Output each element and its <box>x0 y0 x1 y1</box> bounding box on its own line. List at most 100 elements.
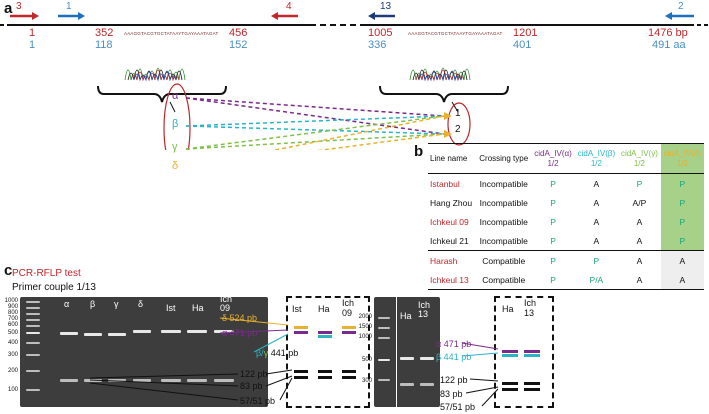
scheme-band <box>524 354 540 357</box>
gel-band <box>161 330 181 333</box>
gel-band <box>400 383 414 386</box>
sequence-right: AAAGGTACGTGCTATAAYTGAYAAATAGAT <box>408 31 503 36</box>
lane-label: Ist <box>166 303 176 313</box>
nt-456: 456 <box>229 27 248 39</box>
ladder-tick: 600 <box>7 322 18 328</box>
scheme-band <box>294 376 308 379</box>
primer-label-2: 2 <box>678 1 684 12</box>
gel-band <box>187 330 207 333</box>
primer-arrow-4 <box>271 12 298 20</box>
sequence-left: AAAGGTACGTGCTATAAYTGAYAAATAGAT <box>124 31 219 36</box>
variant-delta: δ <box>172 160 179 172</box>
ladder-band <box>378 359 390 361</box>
lane-label: Ha <box>192 303 204 313</box>
aa-118: 118 <box>95 39 113 51</box>
scheme-band <box>342 370 356 373</box>
primer-couple: Primer couple 1/13 <box>12 282 96 293</box>
gel-band <box>420 357 434 360</box>
gel-band <box>60 332 78 335</box>
ladder-band <box>26 354 40 356</box>
ladder-tick: 1000 <box>4 298 18 304</box>
ladder-tick: 700 <box>7 316 18 322</box>
panel-c-letter: c <box>4 262 13 279</box>
scheme-band <box>294 326 308 329</box>
variant-ellipse <box>163 83 191 150</box>
gel-band <box>187 379 207 382</box>
band-label-beta-gamma: β/γ β/γ 441 pb441 pb <box>256 348 299 358</box>
scheme-band <box>524 350 540 353</box>
ladder-band <box>378 327 390 329</box>
brace-right <box>379 85 509 103</box>
ladder-tick: 500 <box>7 330 18 336</box>
nt-1005: 1005 <box>368 27 393 39</box>
pcr-title: PCR-RFLP test <box>12 268 81 279</box>
band-label-83: 83 pb <box>240 381 263 391</box>
gel-band <box>84 379 102 382</box>
band-label-57-2: 57/51 pb <box>440 402 476 412</box>
band-label-57: 57/51 pb <box>240 396 276 406</box>
ladder-tick: 500 <box>361 357 372 363</box>
scheme-band <box>502 382 518 385</box>
ladder-band <box>26 325 40 327</box>
target-1: 1 <box>455 108 461 119</box>
header-alpha: cidA_IV(α)1/2 <box>531 143 575 174</box>
gel-band <box>84 333 102 336</box>
band-label-122-2: 122 pb <box>440 375 468 385</box>
variant-gamma: γ <box>172 141 178 153</box>
ladder-tick: 1000 <box>358 334 372 340</box>
scheme-band <box>342 331 356 334</box>
scheme-lane-label: Ich 09 <box>342 298 355 318</box>
target-2: 2 <box>455 124 461 135</box>
header-crossing-type: Crossing type <box>476 143 532 174</box>
variant-connections <box>185 97 445 150</box>
lane-label: β <box>90 299 96 309</box>
scheme-band <box>318 331 332 334</box>
aa-336: 336 <box>368 39 387 51</box>
lane-label: Ich 09 <box>220 294 233 313</box>
gel-band <box>108 333 126 336</box>
gel-band <box>133 330 151 333</box>
band-label-83-2: 83 pb <box>440 389 463 399</box>
gel-band <box>214 379 234 382</box>
ladder-tick: 200 <box>7 368 18 374</box>
gel-band <box>133 379 151 382</box>
nt-352: 352 <box>95 27 114 39</box>
aa-152: 152 <box>229 39 248 51</box>
scheme-lane-label: Ist <box>292 304 302 314</box>
variant-beta: β <box>172 118 179 130</box>
scheme-band <box>502 388 518 391</box>
scheme-lane-label: Ha <box>502 304 514 314</box>
ladder-band <box>378 317 390 319</box>
compatibility-table: Line name Crossing type cidA_IV(α)1/2 ci… <box>428 143 704 290</box>
band-scheme-2: Ha Ich 13 <box>494 296 554 408</box>
variant-alpha: α <box>172 90 179 102</box>
ladder-band <box>26 307 40 309</box>
scheme-band <box>502 350 518 353</box>
ladder-tick: 900 <box>7 304 18 310</box>
scheme-band <box>318 335 332 338</box>
gel-band <box>420 383 434 386</box>
ladder-band <box>26 389 40 391</box>
primer-label-3: 3 <box>16 1 22 12</box>
scheme-band <box>524 388 540 391</box>
primer-label-4: 4 <box>286 1 292 12</box>
scheme-band <box>318 376 332 379</box>
lane-label: δ <box>138 299 144 309</box>
band-label-delta: δ 524 pb <box>222 313 258 323</box>
scheme-band <box>294 370 308 373</box>
ladder-tick: 800 <box>7 310 18 316</box>
scheme-band <box>342 326 356 329</box>
gel-image-2: Ha Ich 13 <box>374 297 440 407</box>
header-line-name: Line name <box>428 143 477 174</box>
chromatogram-right <box>409 67 471 82</box>
gel-band <box>161 379 181 382</box>
panel-b-letter: b <box>414 143 424 160</box>
ladder-band <box>26 301 40 303</box>
lane-label: Ich 13 <box>418 300 431 319</box>
scheme-band <box>294 331 308 334</box>
primer-label-1: 1 <box>66 1 72 12</box>
